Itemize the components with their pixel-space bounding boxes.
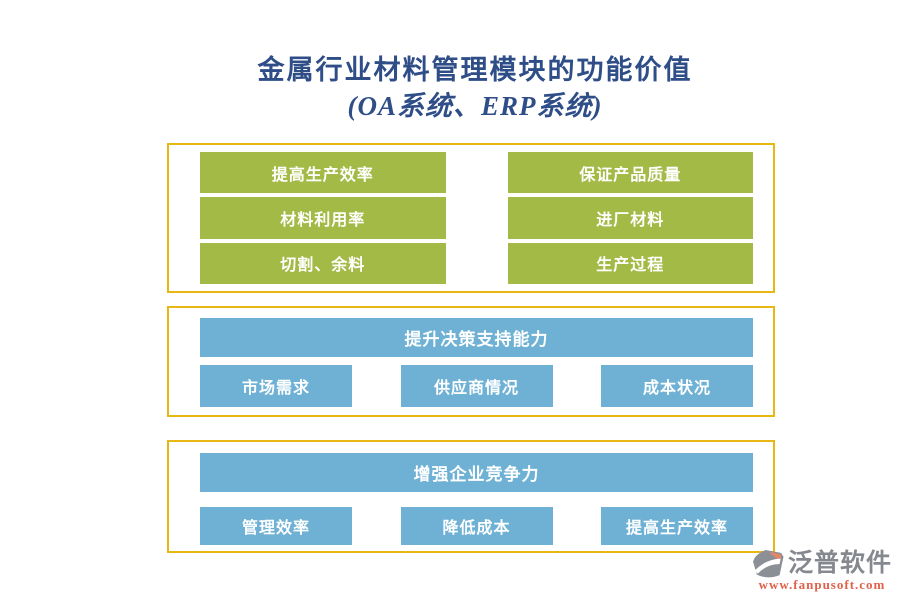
competition-item-reduce-cost: 降低成本 [400, 507, 553, 545]
page-title-line1: 金属行业材料管理模块的功能价值 [257, 55, 693, 85]
section-quality-benefits: 提高生产效率 保证产品质量 材料利用率 进厂材料 切割、余料 生产过程 [167, 143, 775, 293]
competition-item-improve-production-efficiency: 提高生产效率 [601, 507, 753, 545]
fanpu-brand-name: 泛普软件 [787, 549, 892, 577]
benefit-item-material-utilization-rate: 材料利用率 [200, 197, 446, 239]
fanpu-logo: 泛普软件 www.fanpusoft.com [752, 549, 892, 593]
fanpu-swoosh-icon [752, 549, 785, 578]
fanpu-website-url: www.fanpusoft.com [758, 577, 886, 592]
fanpu-logo-row: 泛普软件 [752, 549, 892, 578]
benefit-item-cutting-surplus-material: 切割、余料 [200, 242, 446, 284]
section-competitiveness: 增强企业竞争力 管理效率 降低成本 提高生产效率 [167, 440, 775, 553]
competitiveness-items-row: 管理效率 降低成本 提高生产效率 [200, 507, 753, 545]
decision-item-supplier-situation: 供应商情况 [400, 365, 553, 407]
decision-item-market-demand: 市场需求 [200, 365, 352, 407]
page-title-line2: (OA系统、ERP系统) [347, 91, 603, 121]
benefit-item-production-process: 生产过程 [507, 242, 753, 284]
benefit-item-incoming-materials: 进厂材料 [507, 197, 753, 239]
decision-support-items-row: 市场需求 供应商情况 成本状况 [200, 365, 753, 407]
section-decision-support: 提升决策支持能力 市场需求 供应商情况 成本状况 [167, 306, 775, 417]
competitiveness-header: 增强企业竞争力 [200, 453, 753, 492]
decision-support-header: 提升决策支持能力 [200, 318, 753, 357]
decision-item-cost-status: 成本状况 [601, 365, 753, 407]
benefit-item-ensure-product-quality: 保证产品质量 [507, 152, 753, 194]
page-title: 金属行业材料管理模块的功能价值 (OA系统、ERP系统) [167, 52, 783, 124]
benefit-item-improve-production-efficiency: 提高生产效率 [200, 152, 446, 194]
competition-item-management-efficiency: 管理效率 [200, 507, 352, 545]
